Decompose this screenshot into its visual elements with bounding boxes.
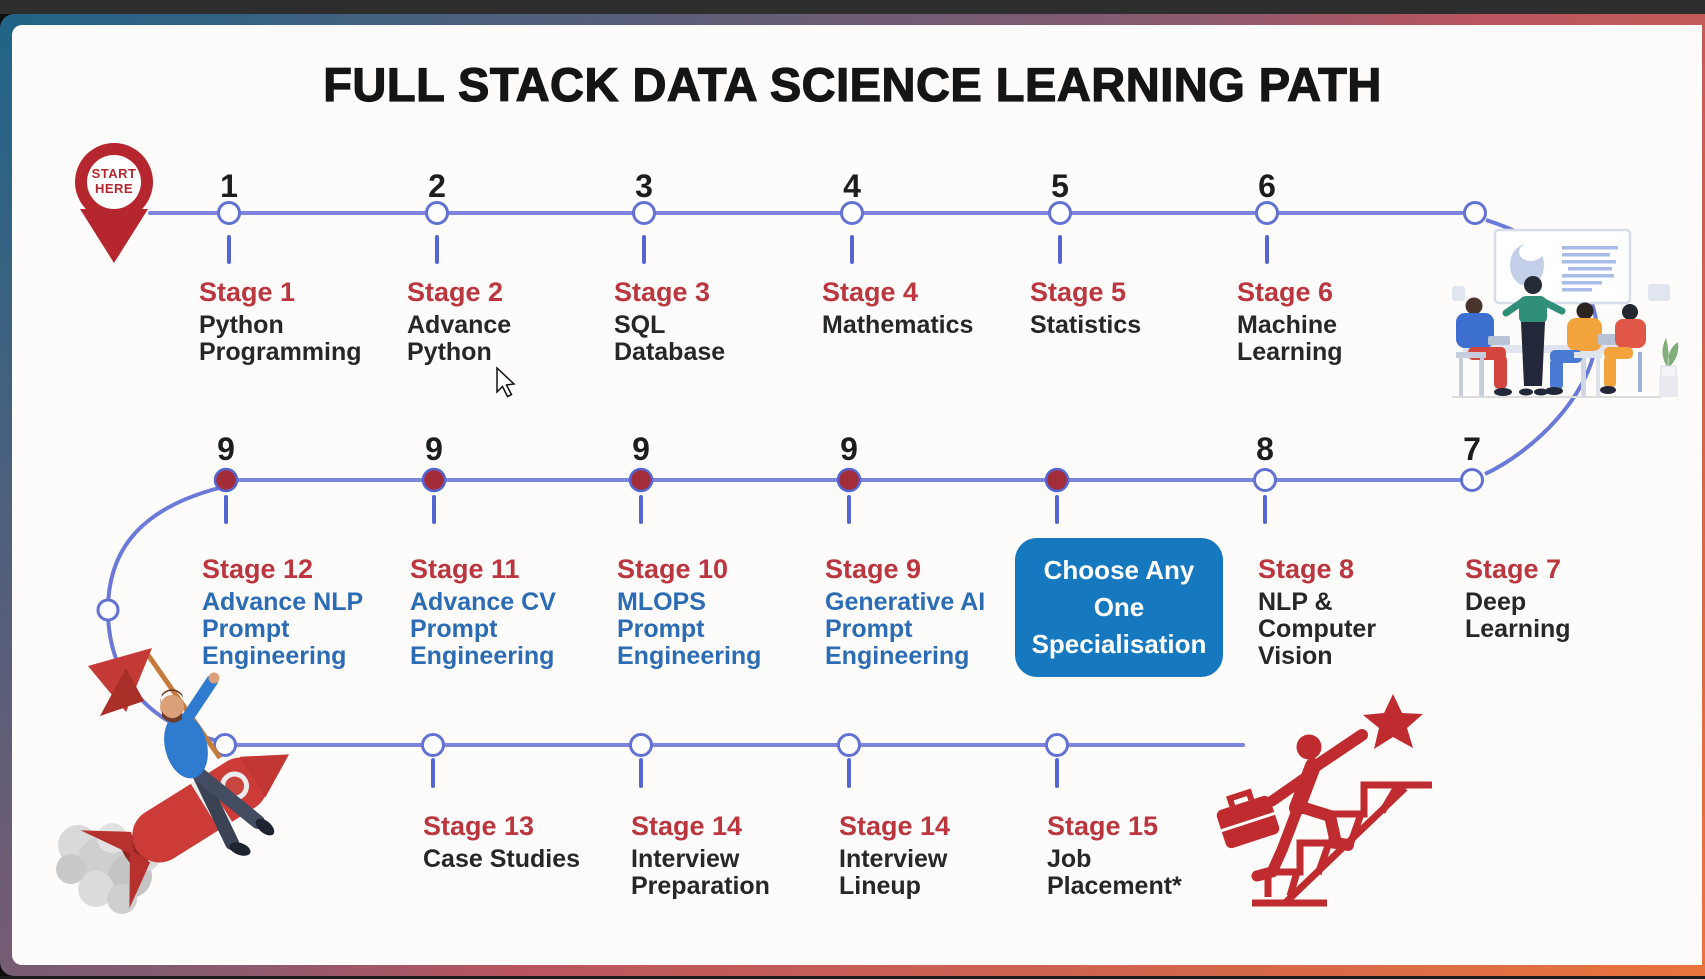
stage-title: Stage 12 xyxy=(202,554,314,584)
node-number: 9 xyxy=(217,431,235,467)
stage-2: Stage 2 Advance Python xyxy=(407,278,622,366)
stage-title: Stage 14 xyxy=(631,811,743,841)
stage-14-lineup: Stage 14 Interview Lineup xyxy=(839,812,1054,900)
start-pin-label: START HERE xyxy=(91,166,137,196)
stage-15: Stage 15 Job Placement* xyxy=(1047,812,1262,900)
stage-14-preparation: Stage 14 Interview Preparation xyxy=(631,812,846,900)
stage-subtitle: Case Studies xyxy=(423,845,581,873)
mouse-cursor-icon xyxy=(496,366,516,398)
stage-6: Stage 6 Machine Learning xyxy=(1237,278,1452,366)
stage-subtitle: Advance CV Prompt Engineering xyxy=(410,588,556,670)
stage-subtitle: Python Programming xyxy=(199,311,362,366)
stage-subtitle: Interview Lineup xyxy=(839,845,948,900)
stage-title: Stage 2 xyxy=(407,277,504,307)
stage-subtitle: Mathematics xyxy=(822,311,974,339)
stage-9: Stage 9 Generative AI Prompt Engineering xyxy=(825,555,1040,670)
node-number: 9 xyxy=(425,431,443,467)
row1-nodes xyxy=(217,201,1487,225)
career-climb-icon xyxy=(1216,694,1432,907)
stage-4: Stage 4 Mathematics xyxy=(822,278,1037,339)
node-number: 4 xyxy=(843,168,861,204)
stage-title: Stage 14 xyxy=(839,811,951,841)
node-number: 5 xyxy=(1051,168,1069,204)
stage-title: Stage 10 xyxy=(617,554,729,584)
stage-13: Stage 13 Case Studies xyxy=(423,812,638,873)
page-title: FULL STACK DATA SCIENCE LEARNING PATH xyxy=(323,57,1382,111)
top-dark-bar xyxy=(0,0,1705,14)
stage-title: Stage 6 xyxy=(1237,277,1334,307)
row3-nodes xyxy=(96,598,1069,757)
stage-title: Stage 5 xyxy=(1030,277,1127,307)
stage-title: Stage 4 xyxy=(822,277,919,307)
stage-subtitle: Statistics xyxy=(1030,311,1142,339)
stage-subtitle: Deep Learning xyxy=(1465,588,1571,643)
bottom-dark-bar xyxy=(0,976,1705,979)
stage-subtitle: Job Placement* xyxy=(1047,845,1182,900)
stage-title: Stage 11 xyxy=(410,554,520,584)
stage-subtitle: Generative AI Prompt Engineering xyxy=(825,588,986,670)
stage-title: Stage 3 xyxy=(614,277,711,307)
choose-specialisation-box: Choose Any One Specialisation xyxy=(1015,538,1223,677)
node-number: 9 xyxy=(632,431,650,467)
stage-title: Stage 15 xyxy=(1047,811,1159,841)
stage-title: Stage 7 xyxy=(1465,554,1562,584)
slide-canvas xyxy=(12,25,1702,965)
stage-ticks xyxy=(224,235,1269,788)
node-number: 1 xyxy=(220,168,238,204)
stage-3: Stage 3 SQL Database xyxy=(614,278,829,366)
stage-title: Stage 13 xyxy=(423,811,535,841)
stage-subtitle: SQL Database xyxy=(614,311,726,366)
stage-5: Stage 5 Statistics xyxy=(1030,278,1245,339)
stage-subtitle: Advance Python xyxy=(407,311,512,366)
stage-subtitle: Machine Learning xyxy=(1237,311,1343,366)
node-number: 6 xyxy=(1258,168,1276,204)
node-number: 8 xyxy=(1256,431,1274,467)
stage-title: Stage 9 xyxy=(825,554,922,584)
stage-10: Stage 10 MLOPS Prompt Engineering xyxy=(617,555,832,670)
stage-subtitle: MLOPS Prompt Engineering xyxy=(617,588,762,670)
node-number: 3 xyxy=(635,168,653,204)
stage-7: Stage 7 Deep Learning xyxy=(1465,555,1680,643)
row2-nodes xyxy=(213,467,1484,493)
classroom-icon xyxy=(1452,228,1679,398)
stage-title: Stage 1 xyxy=(199,277,296,307)
node-number: 2 xyxy=(428,168,446,204)
stage-subtitle: Interview Preparation xyxy=(631,845,770,900)
stage-subtitle: NLP & Computer Vision xyxy=(1258,588,1377,670)
stage-subtitle: Advance NLP Prompt Engineering xyxy=(202,588,364,670)
stage-1: Stage 1 Python Programming xyxy=(199,278,414,366)
stage-12: Stage 12 Advance NLP Prompt Engineering xyxy=(202,555,417,670)
node-number: 7 xyxy=(1463,431,1481,467)
node-number: 9 xyxy=(840,431,858,467)
stage-11: Stage 11 Advance CV Prompt Engineering xyxy=(410,555,625,670)
stage-title: Stage 8 xyxy=(1258,554,1355,584)
stage-8: Stage 8 NLP & Computer Vision xyxy=(1258,555,1473,670)
gradient-frame xyxy=(0,14,1705,976)
start-pin-icon xyxy=(75,143,153,263)
rocket-rider-icon xyxy=(56,648,290,914)
